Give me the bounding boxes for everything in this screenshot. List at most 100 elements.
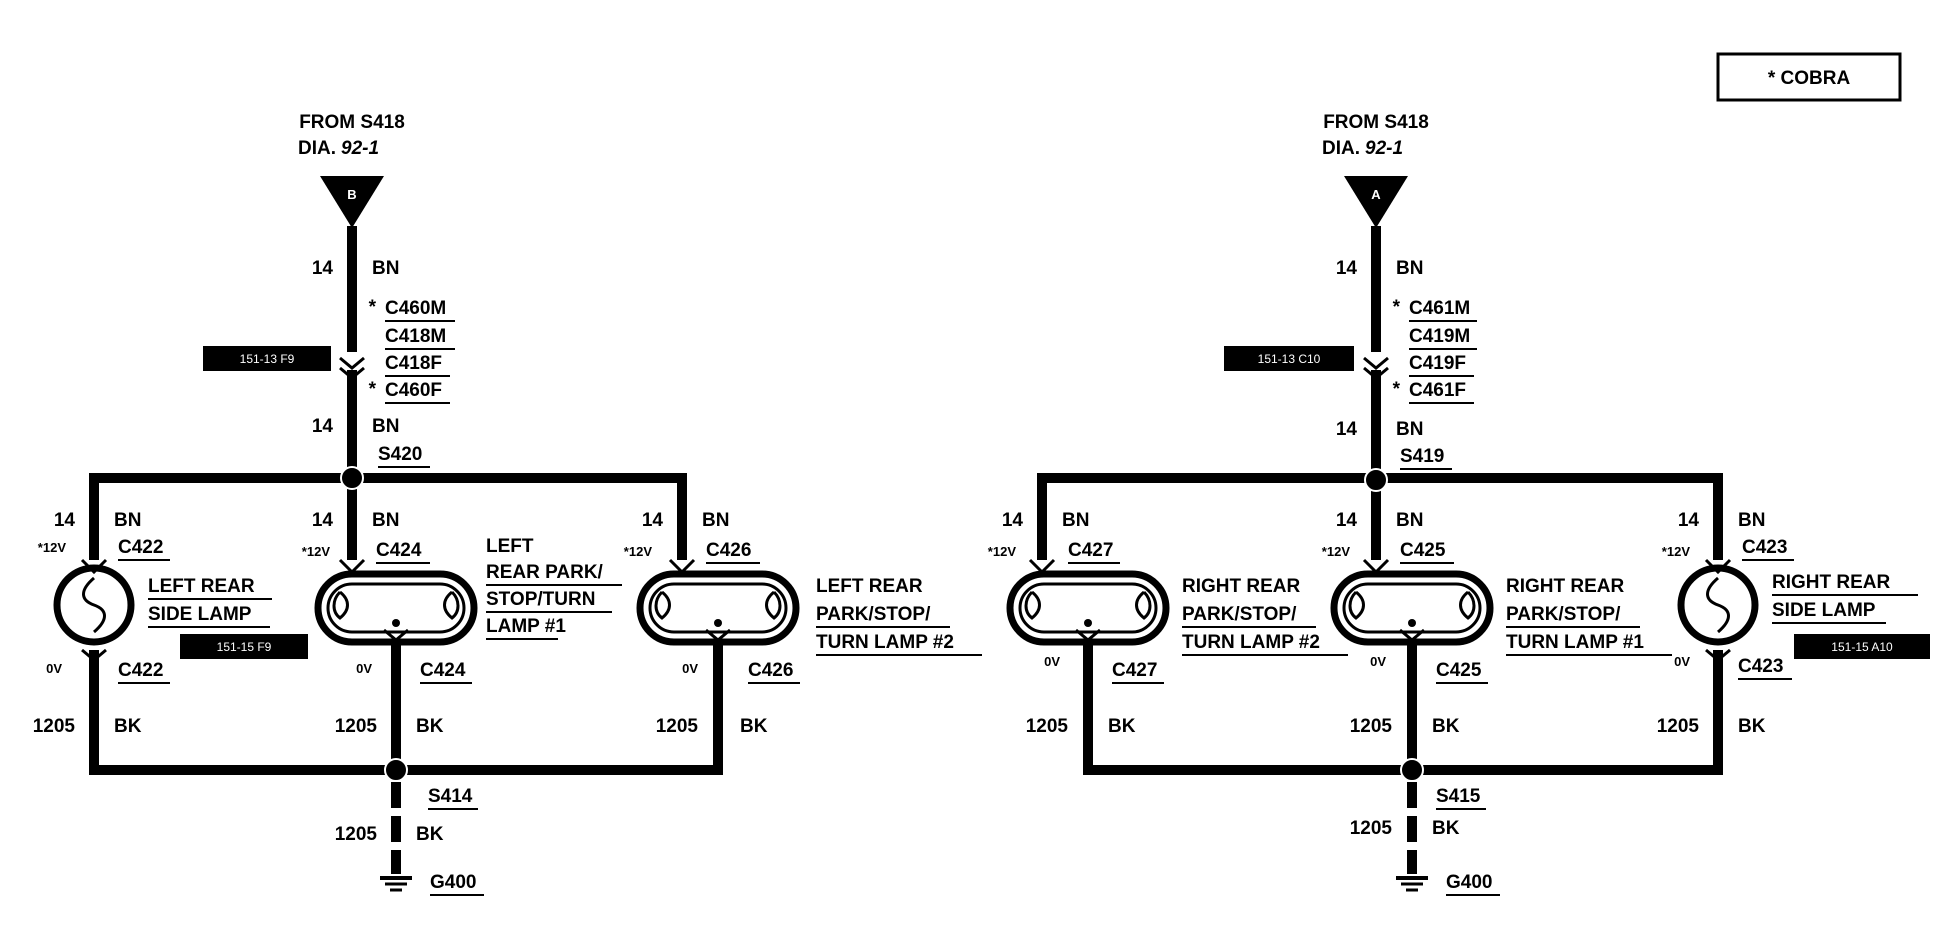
left-park-lamp-1: 14 BN *12V C424 LEFT REAR PARK/ STOP/TUR… [302,510,622,768]
right-splice-s419: S419 [1400,446,1444,467]
left-source-triangle-icon [320,176,384,228]
right-source-triangle-icon [1344,176,1408,228]
left-connector-c2: C418M [385,326,446,347]
right-lamp2-gnd-color: BK [1432,716,1460,737]
right-lamp1-name3: TURN LAMP #2 [1182,632,1320,653]
right-source-tag: A [1371,187,1381,202]
left-lamp1-gnd-voltage: 0V [46,661,62,676]
right-lamp2-gnd-connector: C425 [1436,660,1482,681]
right-lamp3-gnd-voltage: 0V [1674,654,1690,669]
right-lamp1-gnd-color: BK [1108,716,1136,737]
right-lamp3-color: BN [1738,510,1765,531]
right-lamp1-name1: RIGHT REAR [1182,576,1301,597]
right-ref-top: 151-13 C10 [1258,352,1321,366]
cobra-legend-label: * COBRA [1768,68,1851,89]
left-lamp2-color: BN [372,510,399,531]
right-ground-splice: S415 [1436,786,1481,807]
right-lamp2-name2: PARK/STOP/ [1506,604,1621,625]
right-ground-splice-dot [1400,758,1424,782]
left-ground-color: BK [416,824,444,845]
right-lamp3-name2: SIDE LAMP [1772,600,1876,621]
left-ground-g400: G400 [430,872,476,893]
right-feed-color: BN [1396,258,1423,279]
left-connector-c1: C460M [385,298,446,319]
left-ground-splice: S414 [428,786,473,807]
left-lamp3-gnd-gauge: 1205 [656,716,699,737]
right-lamp2-voltage: *12V [1322,544,1351,559]
left-from-label: FROM S418 [299,112,405,133]
right-lamp1-gnd-connector: C427 [1112,660,1157,681]
right-park-lamp-2: 14 BN *12V C427 RIGHT REAR PARK/STOP/ TU… [988,510,1348,768]
left-ground-gauge: 1205 [335,824,378,845]
left-lamp2-connector: C424 [376,540,422,561]
left-splice-dot [340,466,364,490]
left-lamp1-color: BN [114,510,141,531]
left-ground-splice-dot [384,758,408,782]
right-ground-color: BK [1432,818,1460,839]
left-cobra-star-1: * [369,297,377,318]
left-splice-s420: S420 [378,444,422,465]
right-lamp2-color: BN [1396,510,1423,531]
right-lamp2-name3: TURN LAMP #1 [1506,632,1644,653]
left-connector-c3: C418F [385,353,442,374]
left-ref-top: 151-13 F9 [240,352,295,366]
right-from-label: FROM S418 [1323,112,1429,133]
left-lamp3-name3: TURN LAMP #2 [816,632,954,653]
right-connector-c2: C419M [1409,326,1470,347]
right-lamp3-voltage: *12V [1662,544,1691,559]
right-lamp1-connector: C427 [1068,540,1113,561]
right-lamp3-gauge: 14 [1678,510,1700,531]
right-feed-gauge: 14 [1336,258,1358,279]
right-lamp3-gnd-gauge: 1205 [1657,716,1700,737]
cobra-legend: * COBRA [1716,52,1902,102]
right-park-lamp-1: 14 BN *12V C425 RIGHT REAR PARK/STOP/ TU… [1322,510,1672,768]
left-source-tag: B [347,187,356,202]
left-lamp3-connector: C426 [706,540,751,561]
left-lamp2-name4: LAMP #1 [486,616,566,637]
left-lamp3-gnd-voltage: 0V [682,661,698,676]
left-ground-icon [380,862,412,892]
left-mid-gauge: 14 [312,416,334,437]
right-connector-c4: C461F [1409,380,1466,401]
right-lamp1-voltage: *12V [988,544,1017,559]
left-lamp1-name1: LEFT REAR [148,576,255,597]
left-lamp1-gauge: 14 [54,510,76,531]
left-lamp3-name1: LEFT REAR [816,576,923,597]
left-feed-color: BN [372,258,399,279]
right-lamp3-ref: 151-15 A10 [1831,640,1893,654]
right-mid-color: BN [1396,419,1423,440]
right-lamp2-name1: RIGHT REAR [1506,576,1625,597]
right-dia-label: DIA. [1322,138,1360,159]
left-lamp2-gnd-color: BK [416,716,444,737]
left-lamp1-voltage: *12V [38,540,67,555]
left-lamp3-name2: PARK/STOP/ [816,604,931,625]
right-lamp1-name2: PARK/STOP/ [1182,604,1297,625]
right-lamp2-connector: C425 [1400,540,1446,561]
left-lamp1-connector: C422 [118,537,163,558]
right-lamp1-gauge: 14 [1002,510,1024,531]
left-lamp2-gnd-connector: C424 [420,660,466,681]
left-lamp2-name3: STOP/TURN [486,589,595,610]
left-lamp2-voltage: *12V [302,544,331,559]
right-lamp3-gnd-connector: C423 [1738,656,1783,677]
right-lamp3-connector: C423 [1742,537,1787,558]
left-lamp1-gnd-connector: C422 [118,660,163,681]
left-lamp2-gnd-gauge: 1205 [335,716,378,737]
left-dia-number: 92-1 [341,138,379,159]
left-lamp3-voltage: *12V [624,544,653,559]
right-splice-dot [1364,468,1388,492]
right-ground-g400: G400 [1446,872,1492,893]
left-lamp3-color: BN [702,510,729,531]
left-lamp2-name2: REAR PARK/ [486,562,604,583]
right-lamp1-gnd-voltage: 0V [1044,654,1060,669]
left-lamp1-gnd-color: BK [114,716,142,737]
right-lamp2-gnd-gauge: 1205 [1350,716,1393,737]
left-circuit: FROM S418 DIA. 92-1 B 14 BN * C460M C418… [33,112,982,896]
left-lamp1-ref: 151-15 F9 [217,640,272,654]
right-dia-number: 92-1 [1365,138,1403,159]
left-lamp1-gnd-gauge: 1205 [33,716,76,737]
right-side-lamp: 14 BN *12V C423 RIGHT REAR SIDE LAMP 151… [1657,510,1930,770]
left-feed-gauge: 14 [312,258,334,279]
left-lamp2-gnd-voltage: 0V [356,661,372,676]
